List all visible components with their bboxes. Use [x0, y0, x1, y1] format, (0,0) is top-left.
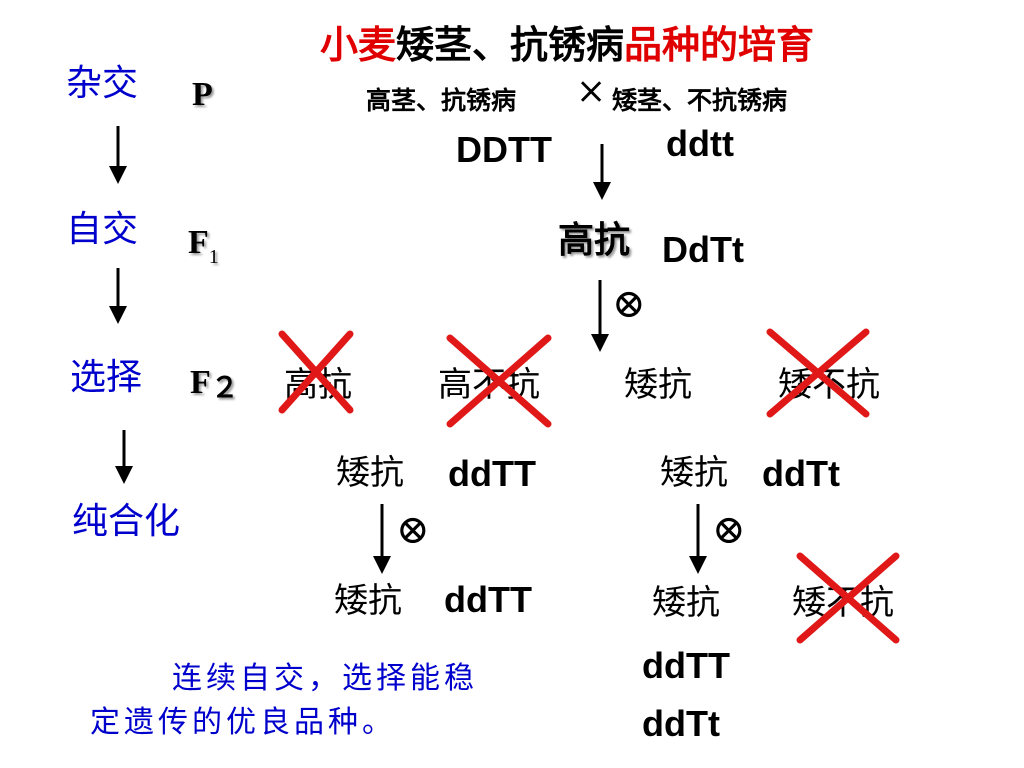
arrow-parents-to-f1 — [593, 144, 611, 200]
arrow-f3-left — [373, 504, 391, 574]
arrow-f3-right — [689, 504, 707, 574]
f3-right-offspring-dwarf-resistant: 矮抗 — [652, 583, 720, 623]
f3-right-parent-genotype: ddTt — [762, 453, 840, 494]
cross-out-f3-dwarf-nonresistant — [796, 552, 900, 644]
conclusion-line-1: 连续自交，选择能稳 — [172, 661, 478, 696]
conclusion-line-2: 定遗传的优良品种。 — [90, 705, 396, 740]
generation-f2: F２ — [190, 364, 239, 403]
f3-right-genotype-heterozygous: ddTt — [642, 703, 720, 744]
f3-right-parent-phenotype: 矮抗 — [660, 453, 728, 493]
f3-left-offspring-phenotype: 矮抗 — [334, 581, 402, 621]
step-hybridize: 杂交 — [66, 63, 139, 104]
generation-f1-base: F — [188, 224, 209, 261]
f3-left-parent-phenotype: 矮抗 — [336, 453, 404, 493]
step-self-cross: 自交 — [66, 209, 139, 250]
generation-f1-sub: 1 — [208, 246, 219, 268]
f3-left-self-symbol: ⊗ — [396, 507, 430, 553]
step-purify: 纯合化 — [72, 501, 181, 542]
f3-left-offspring-genotype: ddTT — [444, 579, 532, 620]
arrow-hybridize-to-self-cross — [109, 126, 127, 184]
f2-item-dwarf-resistant: 矮抗 — [624, 365, 692, 405]
generation-f2-base: F — [190, 364, 211, 401]
diagram-title: 小麦矮茎、抗锈病品种的培育 — [320, 26, 814, 64]
generation-f2-sub: ２ — [210, 373, 239, 404]
parent-right-genotype: ddtt — [666, 123, 734, 164]
arrow-self-cross-to-select — [109, 268, 127, 324]
parent-right-phenotype: 矮茎、不抗锈病 — [612, 86, 788, 115]
f3-right-self-symbol: ⊗ — [712, 507, 746, 553]
arrow-select-to-purify — [115, 430, 133, 484]
f3-right-genotype-homozygous: ddTT — [642, 645, 730, 686]
step-select: 选择 — [70, 357, 143, 398]
f1-genotype: DdTt — [662, 229, 744, 270]
cross-out-dwarf-nonresistant — [766, 328, 870, 418]
f1-self-symbol: ⊗ — [612, 281, 646, 327]
cross-symbol: × — [576, 71, 607, 112]
generation-f1: F1 — [188, 224, 219, 268]
cross-out-tall-nonresistant — [446, 334, 552, 428]
f3-left-parent-genotype: ddTT — [448, 453, 536, 494]
generation-p: P — [192, 76, 213, 113]
f1-phenotype: 高抗 — [558, 219, 631, 261]
cross-out-tall-resistant — [278, 330, 354, 414]
title-part-breeding: 品种的培育 — [624, 22, 815, 67]
parent-left-phenotype: 高茎、抗锈病 — [366, 86, 517, 115]
title-part-trait: 矮茎、抗锈病 — [396, 22, 625, 67]
arrow-f1-to-f2 — [591, 280, 609, 352]
parent-left-genotype: DDTT — [456, 129, 552, 170]
title-part-wheat: 小麦 — [320, 22, 397, 67]
